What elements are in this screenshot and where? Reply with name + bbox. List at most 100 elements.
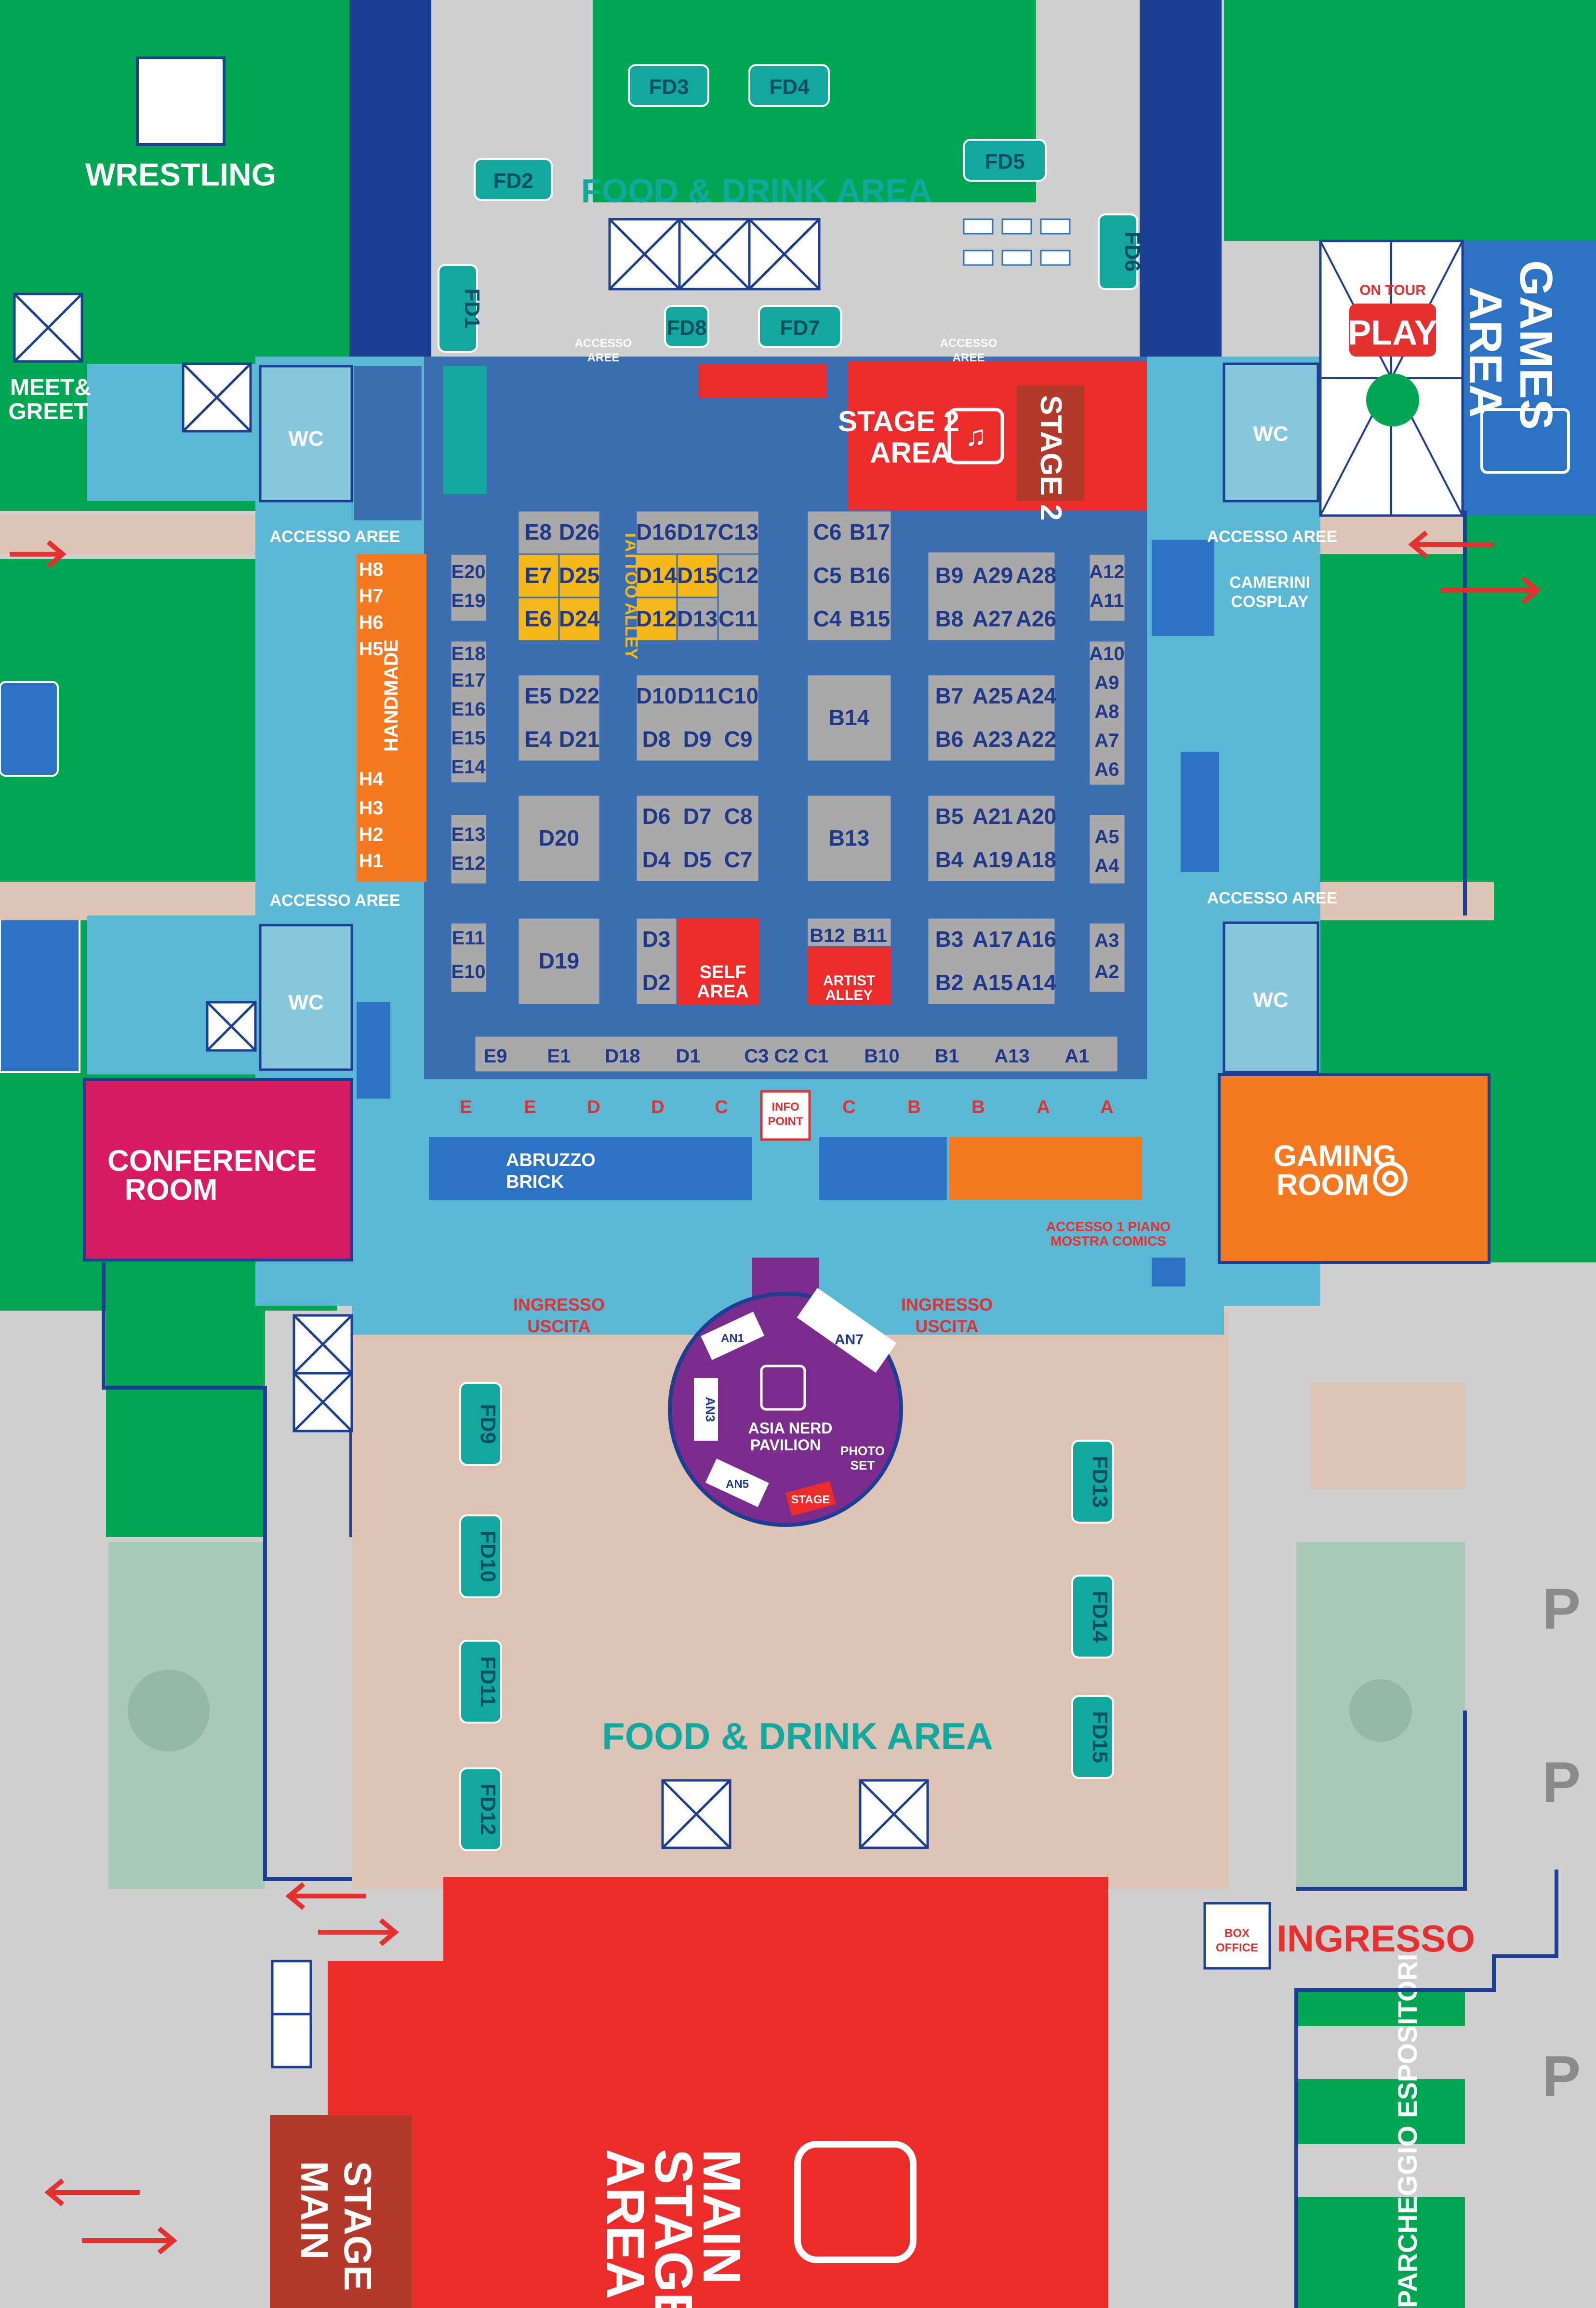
flow-arrows <box>10 531 1541 2255</box>
conference-room[interactable] <box>83 1078 353 1261</box>
wrestling-label: WRESTLING <box>85 157 276 192</box>
fd4-label: FD4 <box>769 75 810 99</box>
svg-text:A23: A23 <box>972 727 1013 752</box>
fd6-stand[interactable] <box>1098 213 1138 290</box>
svg-text:C6: C6 <box>813 519 842 544</box>
camerini-label-2: COSPLAY <box>1231 593 1309 611</box>
fd11-stand[interactable] <box>459 1640 502 1724</box>
fd5-stand[interactable] <box>963 139 1047 182</box>
abruzzo-label-2: BRICK <box>506 1172 564 1192</box>
svg-text:E5: E5 <box>525 683 552 708</box>
accesso-short-2b: AREE <box>953 351 985 364</box>
svg-text:A26: A26 <box>1016 606 1056 631</box>
svg-text:B15: B15 <box>850 606 890 631</box>
self-area-label-1: SELF <box>699 962 746 982</box>
gaming-room[interactable] <box>1218 1073 1490 1264</box>
svg-text:C7: C7 <box>724 847 753 872</box>
booth-labels: E8 D26 E7 D25 E6 D24 D16 D17 C13 D14 D15… <box>525 519 1057 995</box>
svg-text:D21: D21 <box>559 727 599 752</box>
artist-alley[interactable] <box>807 947 891 1005</box>
fd4-stand[interactable] <box>748 64 830 107</box>
svg-text:H5: H5 <box>359 638 383 660</box>
entry-letters: E E D D C C B B A A <box>460 1097 1113 1117</box>
wrestling-ring[interactable] <box>136 56 226 146</box>
box-office[interactable] <box>1203 1902 1271 1970</box>
conference-label-2: ROOM <box>125 1173 218 1207</box>
handmade-label: HANDMADE <box>381 639 402 752</box>
svg-text:A20: A20 <box>1016 804 1056 829</box>
handmade-area[interactable] <box>357 554 426 882</box>
svg-text:E8: E8 <box>525 519 552 544</box>
accesso-piano-2: MOSTRA COMICS <box>1051 1234 1166 1248</box>
svg-text:D11: D11 <box>678 683 717 708</box>
fd14-stand[interactable] <box>1071 1575 1114 1658</box>
fd9-stand[interactable] <box>459 1382 502 1466</box>
box-office-label-1: BOX <box>1224 1927 1250 1940</box>
svg-text:H4: H4 <box>359 769 384 790</box>
main-stage-label-1: MAIN <box>293 2161 336 2259</box>
self-area-label-2: AREA <box>697 982 749 1002</box>
main-stage[interactable] <box>270 2115 412 2308</box>
fd3-stand[interactable] <box>628 64 709 107</box>
fd15-stand[interactable] <box>1071 1695 1114 1779</box>
svg-text:D9: D9 <box>683 727 712 752</box>
svg-text:E9: E9 <box>484 1046 507 1067</box>
main-stage-area-label-3: AREA <box>596 2149 655 2299</box>
svg-text:E11: E11 <box>452 928 485 949</box>
fd13-label: FD13 <box>1088 1456 1112 1508</box>
svg-text:B17: B17 <box>850 519 890 544</box>
svg-text:A12: A12 <box>1089 561 1124 583</box>
svg-text:A6: A6 <box>1094 759 1119 780</box>
stage2-area[interactable] <box>848 361 1147 511</box>
fd12-label: FD12 <box>476 1783 500 1835</box>
dice-icon <box>1480 408 1570 474</box>
info-point-label-2: POINT <box>768 1115 803 1128</box>
svg-text:A10: A10 <box>1089 643 1124 664</box>
svg-text:A: A <box>1100 1097 1113 1117</box>
svg-text:B14: B14 <box>829 705 870 730</box>
fd2-stand[interactable] <box>474 158 553 201</box>
svg-text:B9: B9 <box>935 563 964 588</box>
fd12-stand[interactable] <box>459 1767 502 1851</box>
svg-text:D12: D12 <box>636 606 677 631</box>
svg-text:C3: C3 <box>744 1046 769 1067</box>
camerini-label-1: CAMERINI <box>1229 573 1310 592</box>
svg-text:B13: B13 <box>829 825 869 850</box>
parking-p-3: P <box>1542 2044 1581 2109</box>
stage2-area-label-1: STAGE 2 <box>838 405 959 438</box>
svg-text:B12: B12 <box>810 925 845 946</box>
games-area[interactable] <box>1463 241 1596 516</box>
svg-text:B10: B10 <box>864 1046 899 1067</box>
abruzzo-brick[interactable] <box>429 1137 752 1200</box>
svg-text:A2: A2 <box>1094 961 1119 982</box>
svg-text:D10: D10 <box>636 683 677 708</box>
games-area-label-2: AREA <box>1460 287 1511 418</box>
svg-text:♫: ♫ <box>965 420 987 452</box>
svg-text:E14: E14 <box>451 756 486 778</box>
svg-text:D14: D14 <box>636 563 677 588</box>
accesso-short-1b: AREE <box>587 351 620 364</box>
accesso-short-2a: ACCESSO <box>940 337 998 350</box>
wc-label-3: WC <box>288 991 323 1014</box>
svg-text:B16: B16 <box>850 563 890 588</box>
self-area[interactable] <box>677 918 759 1005</box>
svg-text:H3: H3 <box>359 797 383 819</box>
fd10-stand[interactable] <box>459 1514 502 1598</box>
main-stage-area-label-2: STAGE <box>644 2149 703 2308</box>
fd10-label: FD10 <box>476 1530 500 1582</box>
main-stage-area[interactable] <box>443 1877 1108 2308</box>
fd7-stand[interactable] <box>758 305 842 348</box>
info-point[interactable] <box>760 1090 811 1141</box>
svg-text:A3: A3 <box>1094 930 1119 951</box>
svg-text:C: C <box>842 1097 855 1117</box>
svg-text:A15: A15 <box>972 970 1013 995</box>
fd8-stand[interactable] <box>664 305 709 348</box>
fd13-stand[interactable] <box>1071 1440 1114 1524</box>
svg-text:E1: E1 <box>547 1046 571 1067</box>
asia-label-2: PAVILION <box>750 1436 821 1454</box>
fd8-label: FD8 <box>666 316 706 340</box>
fd1-stand[interactable] <box>438 264 478 353</box>
fd2-label: FD2 <box>493 169 533 193</box>
svg-text:E: E <box>460 1097 472 1117</box>
svg-text:A21: A21 <box>972 804 1013 829</box>
